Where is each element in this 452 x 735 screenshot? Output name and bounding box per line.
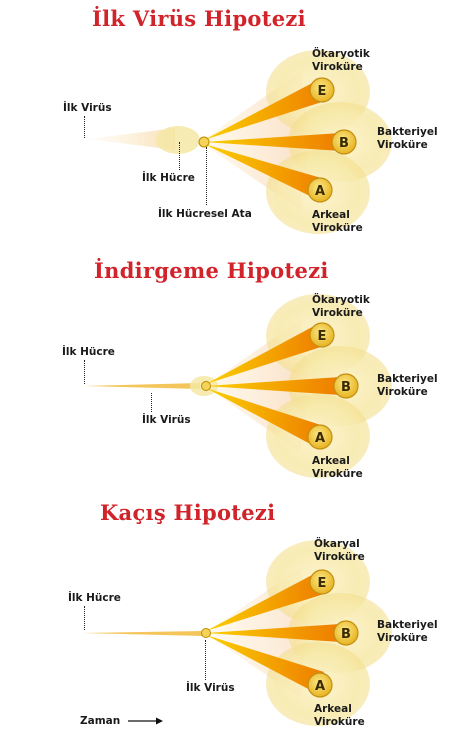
leader-line	[205, 640, 206, 680]
first-cell-label: İlk Hücre	[68, 592, 121, 604]
branch-b	[206, 377, 340, 395]
panel-2-title: İndirgeme Hipotezi	[94, 258, 329, 283]
circle-a	[307, 424, 333, 450]
leader-line	[206, 147, 207, 205]
first-cell-bubble	[156, 126, 200, 154]
first-cell-label: İlk Hücre	[142, 172, 195, 184]
label-b-line2: Viroküre	[377, 632, 428, 644]
letter-a: A	[315, 679, 325, 694]
first-cell-label: İlk Hücre	[62, 346, 115, 358]
label-e-line2: Viroküre	[312, 61, 363, 73]
first-virus-label: İlk Virüs	[63, 102, 112, 114]
label-a-line1: Arkeal	[314, 703, 352, 715]
label-b-line1: Bakteriyel	[377, 373, 438, 385]
label-e-line2: Viroküre	[314, 551, 365, 563]
circle-e	[309, 77, 335, 103]
label-e-line2: Viroküre	[312, 307, 363, 319]
label-b-line1: Bakteriyel	[377, 126, 438, 138]
label-b-line2: Viroküre	[377, 139, 428, 151]
leader-line	[84, 116, 85, 138]
first-virus-label: İlk Virüs	[142, 414, 191, 426]
branch-e	[206, 326, 324, 384]
leader-line	[179, 142, 180, 170]
circle-b	[331, 129, 357, 155]
letter-e: E	[318, 576, 327, 591]
letter-b: B	[341, 380, 351, 395]
label-b-line2: Viroküre	[377, 386, 428, 398]
circle-e	[309, 322, 335, 348]
label-a-line2: Viroküre	[314, 716, 365, 728]
branch-e	[204, 80, 328, 140]
incoming-line	[82, 631, 203, 636]
label-a-line1: Arkeal	[312, 209, 350, 221]
leader-line	[151, 393, 152, 412]
label-a-line2: Viroküre	[312, 468, 363, 480]
incoming-cone	[88, 128, 175, 150]
panel-1-title: İlk Virüs Hipotezi	[92, 6, 306, 31]
label-b-line1: Bakteriyel	[377, 619, 438, 631]
branch-a	[206, 635, 324, 692]
circle-e	[309, 569, 335, 595]
branch-a	[204, 144, 328, 200]
label-a-line2: Viroküre	[312, 222, 363, 234]
letter-e: E	[318, 84, 327, 99]
ancestor-node	[198, 136, 210, 148]
circle-b	[333, 620, 359, 646]
label-e-line1: Ökaryal	[314, 538, 360, 550]
virus-node	[201, 381, 211, 391]
circle-b	[333, 373, 359, 399]
arrow-right-icon	[128, 717, 163, 725]
time-label: Zaman	[80, 715, 121, 727]
branch-b	[204, 133, 340, 151]
letter-a: A	[315, 184, 325, 199]
letter-e: E	[318, 329, 327, 344]
circle-a	[307, 672, 333, 698]
letter-b: B	[339, 136, 349, 151]
letter-a: A	[315, 431, 325, 446]
incoming-line	[84, 383, 200, 389]
label-e-line1: Ökaryotik	[312, 48, 370, 60]
label-a-line1: Arkeal	[312, 455, 350, 467]
branch-b	[206, 624, 340, 642]
ancestor-label: İlk Hücresel Ata	[158, 208, 252, 220]
leader-line	[84, 360, 85, 384]
letter-b: B	[341, 627, 351, 642]
virus-node	[201, 628, 211, 638]
branch-e	[206, 574, 324, 631]
first-virus-label: İlk Virüs	[186, 682, 235, 694]
panel-reduction	[84, 294, 392, 478]
leader-line	[84, 606, 85, 630]
circle-a	[307, 177, 333, 203]
label-e-line1: Ökaryotik	[312, 294, 370, 306]
branch-a	[206, 388, 324, 446]
panel-3-title: Kaçış Hipotezi	[100, 500, 276, 525]
panel-escape	[82, 540, 392, 726]
panel-first-virus	[88, 50, 392, 234]
